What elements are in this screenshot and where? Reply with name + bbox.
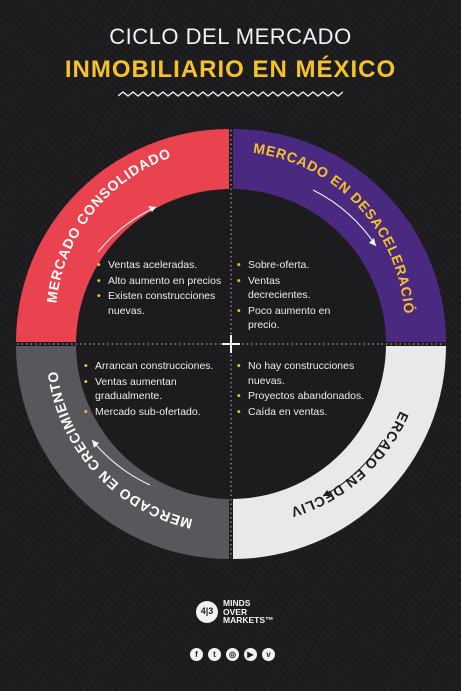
social-icons: f t ◎ ▶ v	[190, 648, 275, 661]
youtube-icon[interactable]: ▶	[244, 648, 257, 661]
bullet-dot-icon: •	[84, 405, 88, 418]
bullet-dot-icon: •	[237, 390, 241, 402]
arrowhead-consolidado	[148, 206, 156, 212]
bullets-crecimiento: •Arrancan construcciones. •Ventas aument…	[84, 359, 224, 420]
title-line-1: CICLO DEL MERCADO	[109, 24, 352, 49]
bullet-item: •Ventas aumentan gradualmente.	[84, 375, 177, 403]
title-line-2: INMOBILIARIO EN MÉXICO	[64, 56, 397, 83]
bullet-item: •Proyectos abandonados.	[237, 390, 365, 402]
bullet-item: •Alto aumento en precios	[97, 274, 222, 287]
bullet-item: •Arrancan construcciones.	[84, 360, 214, 372]
arrow-desaceleracion	[312, 189, 377, 247]
zigzag-divider	[118, 91, 343, 97]
bullet-dot-icon: •	[97, 259, 101, 271]
bullet-dot-icon: •	[237, 259, 241, 271]
bullets-desaceleracion: •Sobre-oferta. •Ventas decrecientes. •Po…	[237, 258, 345, 334]
arrowhead-desaceleracion	[369, 238, 376, 246]
bullet-dot-icon: •	[237, 304, 241, 317]
bullets-declive: •No hay construcciones nuevas. •Proyecto…	[237, 359, 377, 420]
bullet-dot-icon: •	[237, 405, 241, 418]
bullet-dot-icon: •	[84, 360, 88, 372]
instagram-icon[interactable]: ◎	[226, 648, 239, 661]
center-plus-h	[222, 343, 240, 345]
arrow-declive	[322, 439, 384, 497]
twitter-icon[interactable]: t	[208, 648, 221, 661]
arrowhead-declive	[323, 490, 331, 496]
bullet-dot-icon: •	[237, 274, 241, 287]
bullet-item: •Mercado sub-ofertado.	[84, 405, 201, 418]
bullet-dot-icon: •	[97, 290, 101, 302]
logo-mark-icon: 4|3	[196, 600, 218, 623]
bullets-consolidado: •Ventas aceleradas. •Alto aumento en pre…	[97, 258, 227, 319]
bullet-dot-icon: •	[97, 274, 101, 287]
bullet-item: •Caída en ventas.	[237, 405, 328, 418]
bullet-dot-icon: •	[84, 375, 88, 388]
arrowhead-crecimiento	[92, 440, 99, 448]
logo-wordmark: MINDS OVER MARKETS™	[223, 598, 274, 626]
bullet-item: •Ventas decrecientes.	[237, 274, 311, 302]
bullet-item: •No hay construcciones nuevas.	[237, 360, 355, 387]
bullet-item: •Sobre-oferta.	[237, 259, 310, 271]
bullet-dot-icon: •	[237, 360, 241, 372]
facebook-icon[interactable]: f	[190, 648, 203, 661]
bullet-item: •Existen construcciones nuevas.	[97, 290, 216, 317]
minds-over-markets-logo: 4|3 MINDS OVER MARKETS™	[196, 599, 274, 625]
bullet-item: •Ventas aceleradas.	[97, 259, 198, 271]
bullet-item: •Poco aumento en precio.	[237, 304, 331, 332]
vimeo-icon[interactable]: v	[262, 648, 275, 661]
